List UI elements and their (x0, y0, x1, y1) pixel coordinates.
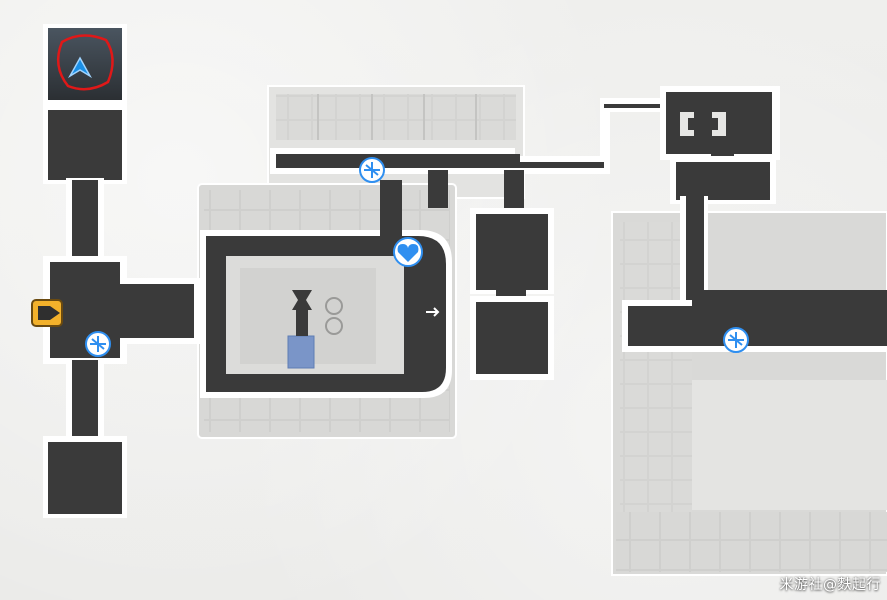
space-anchor-icon[interactable] (723, 327, 749, 353)
upper-corridor (270, 98, 780, 210)
northeast-room (660, 86, 780, 312)
heart-npc-icon[interactable] (393, 237, 423, 267)
upper-building-block (267, 85, 525, 199)
central-pedestal (287, 290, 343, 369)
right-building-block (611, 211, 887, 576)
player-marker-icon[interactable] (56, 34, 114, 91)
east-main-corridor (622, 290, 887, 352)
left-corridor (43, 24, 200, 518)
arrow-right-icon (426, 307, 440, 317)
central-loop-corridor (200, 180, 452, 398)
space-anchor-icon[interactable] (85, 331, 111, 357)
east-small-rooms (470, 208, 554, 380)
watermark: 米游社@麩起行 (779, 577, 881, 593)
exit-door-icon[interactable] (31, 299, 63, 327)
space-anchor-icon[interactable] (359, 157, 385, 183)
